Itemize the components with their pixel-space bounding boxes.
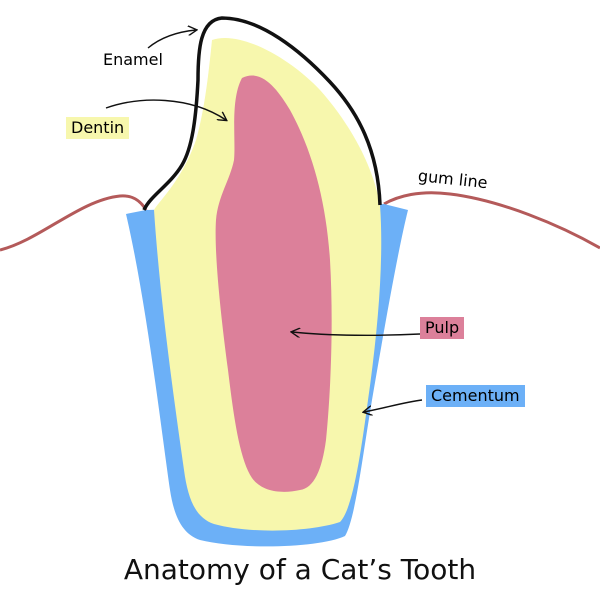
enamel-outline: [142, 16, 382, 211]
pulp-arrow: [292, 332, 421, 335]
gum-line-right: [383, 191, 600, 250]
pulp-label: Pulp: [420, 317, 465, 339]
dentin-label: Dentin: [66, 117, 130, 139]
cementum-label: Cementum: [426, 385, 525, 407]
cementum-arrow: [364, 399, 423, 412]
pulp-chamber: [215, 75, 332, 492]
gum-line-left: [0, 194, 148, 252]
enamel-label: Enamel: [103, 50, 163, 69]
enamel-arrow: [147, 30, 196, 49]
dentin-arrow: [105, 99, 226, 120]
diagram-title: Anatomy of a Cat’s Tooth: [123, 553, 477, 586]
